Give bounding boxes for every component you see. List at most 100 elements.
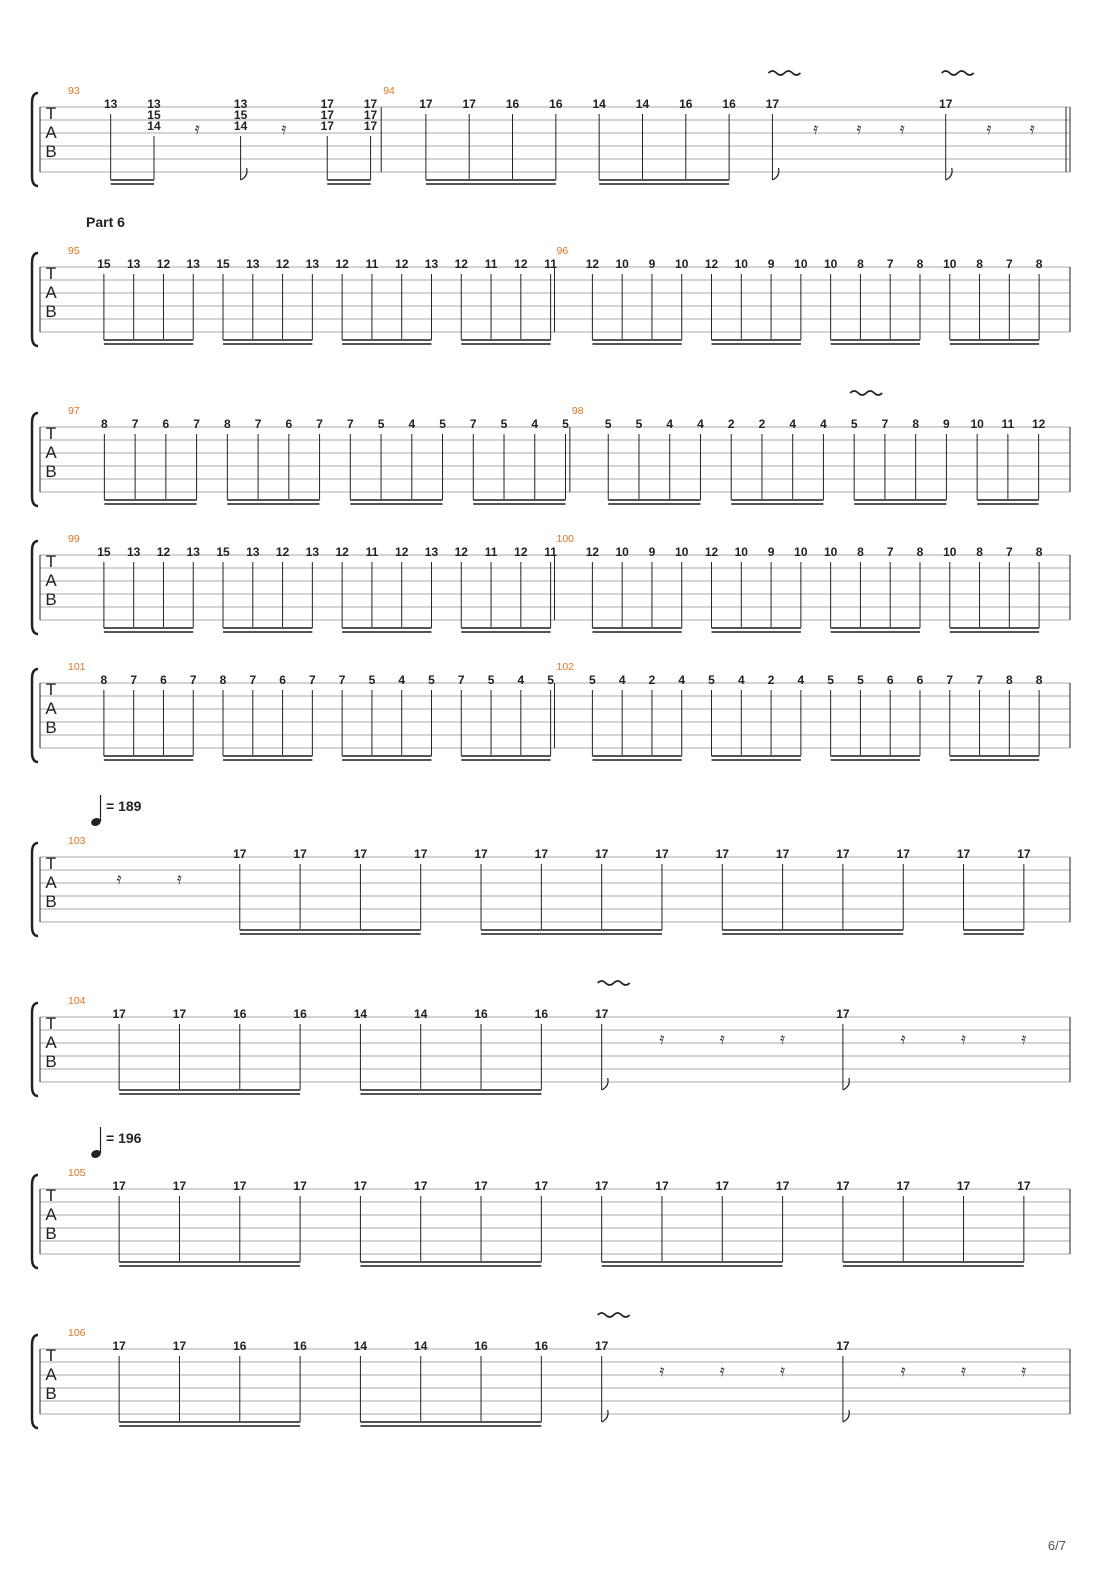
fret-number: 14 bbox=[147, 119, 161, 133]
sixteenth-rest-icon: 𝄿 bbox=[117, 869, 122, 888]
fret-number: 8 bbox=[1036, 545, 1043, 559]
fret-number: 17 bbox=[836, 1007, 850, 1021]
fret-number: 7 bbox=[1006, 545, 1013, 559]
fret-number: 17 bbox=[364, 108, 378, 122]
fret-number: 7 bbox=[1006, 257, 1013, 271]
fret-number: 5 bbox=[636, 417, 643, 431]
tab-clef-letter: A bbox=[45, 571, 57, 590]
fret-number: 17 bbox=[112, 1339, 126, 1353]
sixteenth-rest-icon: 𝄿 bbox=[813, 119, 818, 138]
fret-number: 17 bbox=[419, 97, 433, 111]
vibrato-mark bbox=[597, 1312, 631, 1318]
fret-number: 17 bbox=[836, 1339, 850, 1353]
fret-number: 4 bbox=[398, 673, 405, 687]
fret-number: 17 bbox=[897, 1179, 911, 1193]
fret-number: 4 bbox=[820, 417, 827, 431]
fret-number: 12 bbox=[455, 257, 469, 271]
fret-number: 5 bbox=[501, 417, 508, 431]
fret-number: 17 bbox=[474, 1179, 488, 1193]
tab-clef-letter: T bbox=[46, 104, 56, 123]
fret-number: 9 bbox=[768, 257, 775, 271]
measure-number: 93 bbox=[68, 85, 80, 97]
fret-number: 14 bbox=[354, 1339, 368, 1353]
fret-number: 12 bbox=[586, 545, 600, 559]
fret-number: 7 bbox=[976, 673, 983, 687]
fret-number: 17 bbox=[321, 97, 335, 111]
fret-number: 10 bbox=[615, 257, 629, 271]
tab-clef-letter: A bbox=[45, 1033, 57, 1052]
fret-number: 17 bbox=[233, 847, 247, 861]
tab-clef-letter: B bbox=[45, 302, 56, 321]
system-brace bbox=[30, 1333, 39, 1430]
fret-number: 14 bbox=[354, 1007, 368, 1021]
tempo-marking: = 189 bbox=[106, 798, 142, 814]
fret-number: 7 bbox=[193, 417, 200, 431]
fret-number: 16 bbox=[293, 1339, 307, 1353]
fret-number: 17 bbox=[595, 1339, 609, 1353]
fret-number: 10 bbox=[943, 545, 957, 559]
system-brace bbox=[30, 251, 39, 348]
fret-number: 2 bbox=[649, 673, 656, 687]
fret-number: 17 bbox=[957, 1179, 971, 1193]
fret-number: 17 bbox=[716, 1179, 730, 1193]
fret-number: 12 bbox=[705, 257, 719, 271]
fret-number: 15 bbox=[147, 108, 161, 122]
fret-number: 17 bbox=[293, 1179, 307, 1193]
fret-number: 7 bbox=[347, 417, 354, 431]
fret-number: 8 bbox=[224, 417, 231, 431]
fret-number: 7 bbox=[130, 673, 137, 687]
fret-number: 9 bbox=[943, 417, 950, 431]
note-flag bbox=[945, 167, 953, 181]
fret-number: 17 bbox=[957, 847, 971, 861]
tab-clef-letter: A bbox=[45, 443, 57, 462]
measure-number: 96 bbox=[557, 245, 569, 257]
page-number: 6/7 bbox=[1047, 1538, 1066, 1553]
fret-number: 5 bbox=[439, 417, 446, 431]
fret-number: 11 bbox=[1002, 417, 1015, 431]
system-brace bbox=[30, 411, 39, 508]
sixteenth-rest-icon: 𝄿 bbox=[901, 1029, 906, 1048]
fret-number: 4 bbox=[798, 673, 805, 687]
sixteenth-rest-icon: 𝄿 bbox=[660, 1029, 665, 1048]
vibrato-mark bbox=[941, 70, 975, 76]
fret-number: 8 bbox=[1036, 673, 1043, 687]
fret-number: 7 bbox=[470, 417, 477, 431]
fret-number: 8 bbox=[1036, 257, 1043, 271]
sixteenth-rest-icon: 𝄿 bbox=[281, 119, 286, 138]
fret-number: 12 bbox=[276, 545, 290, 559]
measure-number: 97 bbox=[68, 405, 80, 417]
fret-number: 12 bbox=[1032, 417, 1046, 431]
tab-clef-letter: B bbox=[45, 142, 56, 161]
fret-number: 13 bbox=[246, 545, 260, 559]
fret-number: 17 bbox=[776, 1179, 790, 1193]
tab-clef-letter: B bbox=[45, 1052, 56, 1071]
fret-number: 13 bbox=[187, 545, 201, 559]
fret-number: 17 bbox=[535, 1179, 549, 1193]
fret-number: 5 bbox=[827, 673, 834, 687]
sixteenth-rest-icon: 𝄿 bbox=[720, 1361, 725, 1380]
fret-number: 6 bbox=[163, 417, 170, 431]
note-flag bbox=[772, 167, 780, 181]
fret-number: 17 bbox=[364, 97, 378, 111]
tab-clef-letter: T bbox=[46, 552, 56, 571]
tab-clef-letter: T bbox=[46, 1346, 56, 1365]
measure-number: 98 bbox=[572, 405, 584, 417]
vibrato-mark bbox=[597, 980, 631, 986]
fret-number: 4 bbox=[531, 417, 538, 431]
fret-number: 17 bbox=[173, 1339, 187, 1353]
fret-number: 17 bbox=[173, 1179, 187, 1193]
fret-number: 8 bbox=[976, 545, 983, 559]
fret-number: 10 bbox=[943, 257, 957, 271]
fret-number: 8 bbox=[912, 417, 919, 431]
fret-number: 13 bbox=[306, 545, 320, 559]
fret-number: 13 bbox=[187, 257, 201, 271]
fret-number: 8 bbox=[976, 257, 983, 271]
fret-number: 17 bbox=[836, 847, 850, 861]
sixteenth-rest-icon: 𝄿 bbox=[780, 1361, 785, 1380]
sixteenth-rest-icon: 𝄿 bbox=[857, 119, 862, 138]
fret-number: 5 bbox=[708, 673, 715, 687]
system-brace bbox=[30, 1173, 39, 1270]
sixteenth-rest-icon: 𝄿 bbox=[1021, 1029, 1026, 1048]
fret-number: 16 bbox=[535, 1339, 549, 1353]
